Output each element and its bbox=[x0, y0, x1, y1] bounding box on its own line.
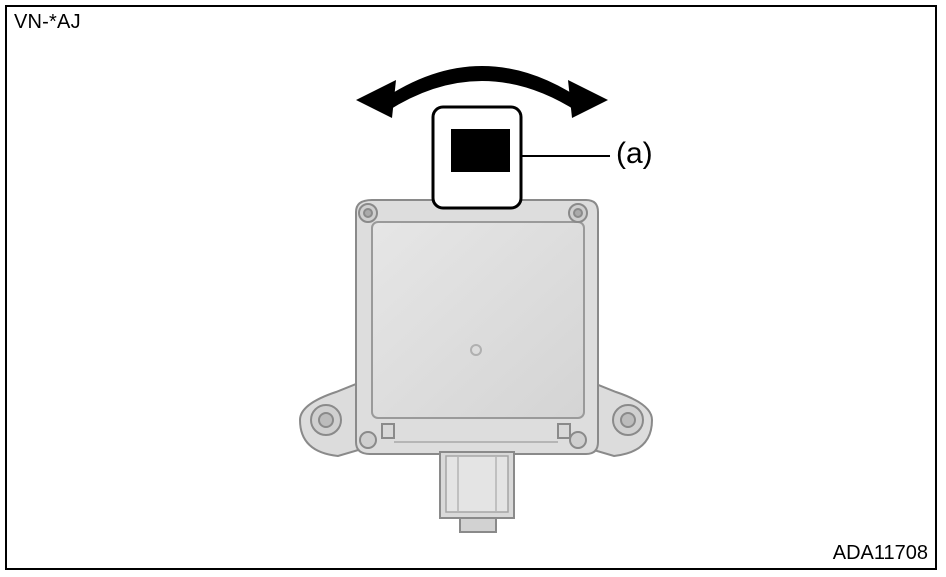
view-code-label: VN-*AJ bbox=[14, 11, 81, 33]
rotation-arrow-icon bbox=[356, 66, 608, 118]
callout-label-a: (a) bbox=[616, 137, 653, 170]
label-sticker bbox=[431, 105, 523, 210]
figure-id-label: ADA11708 bbox=[832, 542, 928, 564]
sensor-unit bbox=[298, 199, 654, 533]
